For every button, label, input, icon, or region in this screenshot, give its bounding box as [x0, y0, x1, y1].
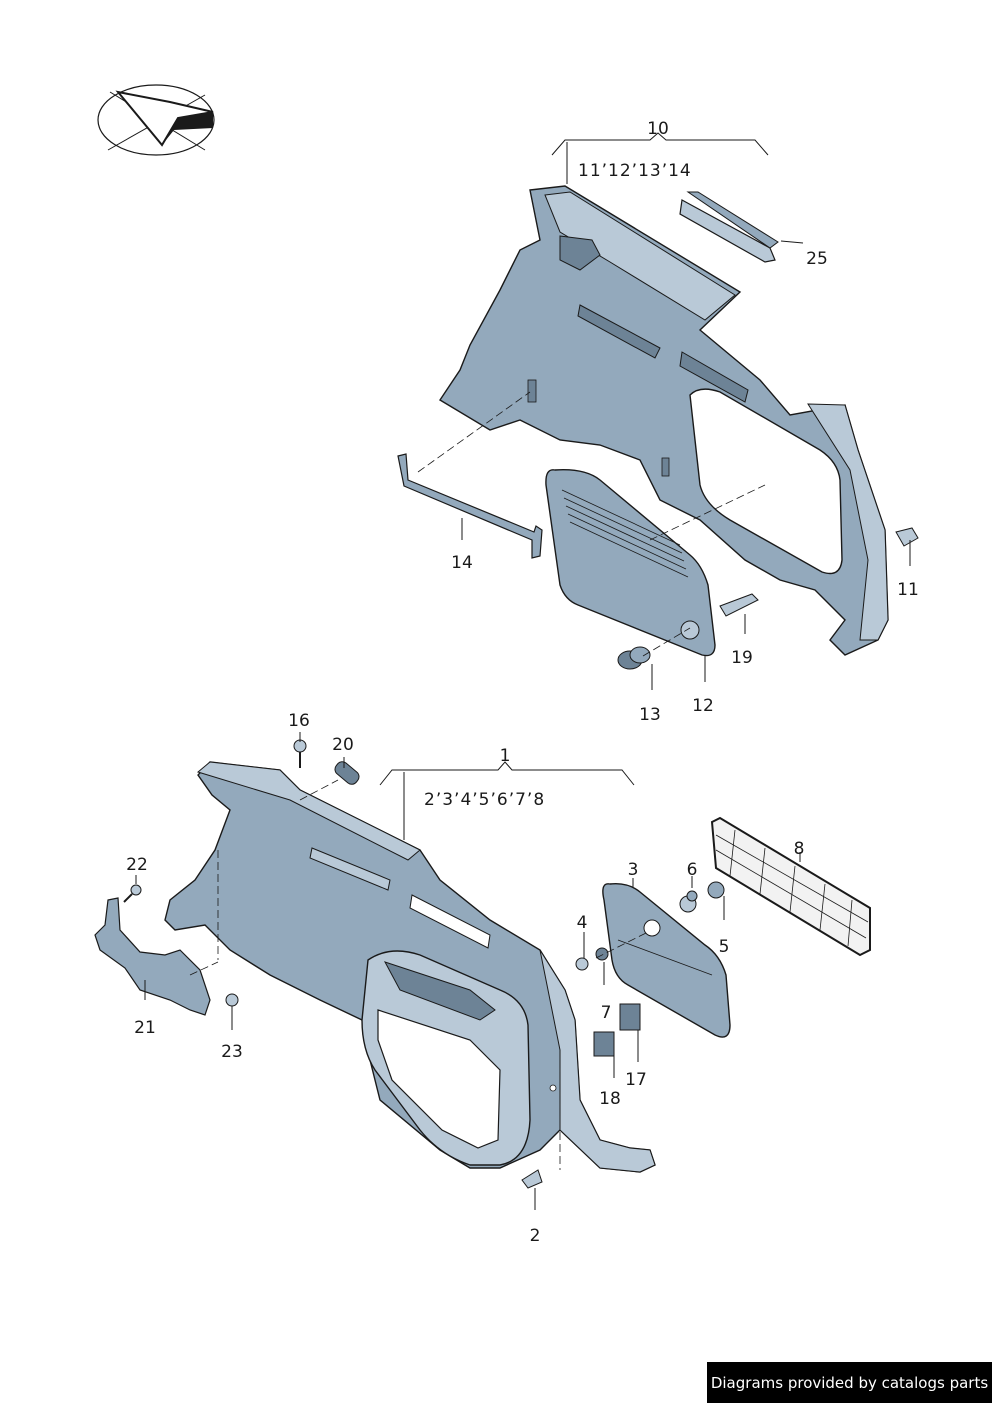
clip-2 [521, 1169, 543, 1189]
group-10-bracket [551, 132, 769, 184]
cover-12 [545, 469, 716, 657]
group-1-bracket [379, 761, 635, 840]
callout-1: 1 [500, 746, 511, 766]
grommet-13 [617, 646, 651, 670]
callout-4: 4 [577, 913, 588, 933]
clip-4 [575, 947, 609, 971]
bracket-21 [94, 897, 211, 1016]
callout-19: 19 [731, 648, 753, 668]
switch-17 [619, 1003, 641, 1031]
screw-16 [293, 739, 307, 768]
upper-side-trim-panel [439, 185, 889, 656]
direction-arrow-logo-icon [97, 84, 215, 156]
callout-25: 25 [806, 249, 828, 269]
callout-21: 21 [134, 1018, 156, 1038]
switch-18 [593, 1031, 615, 1057]
group-1-items: 2’3’4’5’6’7’8 [424, 790, 545, 810]
callout-20: 20 [332, 735, 354, 755]
credit-banner: Diagrams provided by catalogs parts [707, 1362, 992, 1403]
callout-3: 3 [628, 860, 639, 880]
callout-13: 13 [639, 705, 661, 725]
nut-23 [225, 993, 239, 1007]
group-10-items: 11’12’13’14 [578, 161, 692, 181]
leader-lines [135, 240, 911, 1210]
screw-22 [123, 884, 142, 903]
clip-11 [895, 527, 919, 547]
grommet-20 [334, 761, 360, 785]
knob-5 [707, 881, 725, 899]
cargo-net-8 [710, 816, 871, 957]
callout-14: 14 [451, 553, 473, 573]
callout-11: 11 [897, 580, 919, 600]
callout-16: 16 [288, 711, 310, 731]
plug-19 [719, 593, 759, 617]
bracket-14 [397, 453, 543, 559]
callout-18: 18 [599, 1089, 621, 1109]
callout-8: 8 [794, 839, 805, 859]
lower-side-trim-panel [164, 761, 656, 1173]
callout-17: 17 [625, 1070, 647, 1090]
cover-3 [602, 882, 731, 1038]
trim-strip-25 [679, 191, 779, 263]
callout-12: 12 [692, 696, 714, 716]
callout-5: 5 [719, 937, 730, 957]
callout-22: 22 [126, 855, 148, 875]
knob-6 [679, 890, 698, 913]
callout-23: 23 [221, 1042, 243, 1062]
callout-7: 7 [601, 1003, 612, 1023]
callout-10: 10 [647, 119, 669, 139]
callout-2: 2 [530, 1226, 541, 1246]
callout-6: 6 [687, 860, 698, 880]
